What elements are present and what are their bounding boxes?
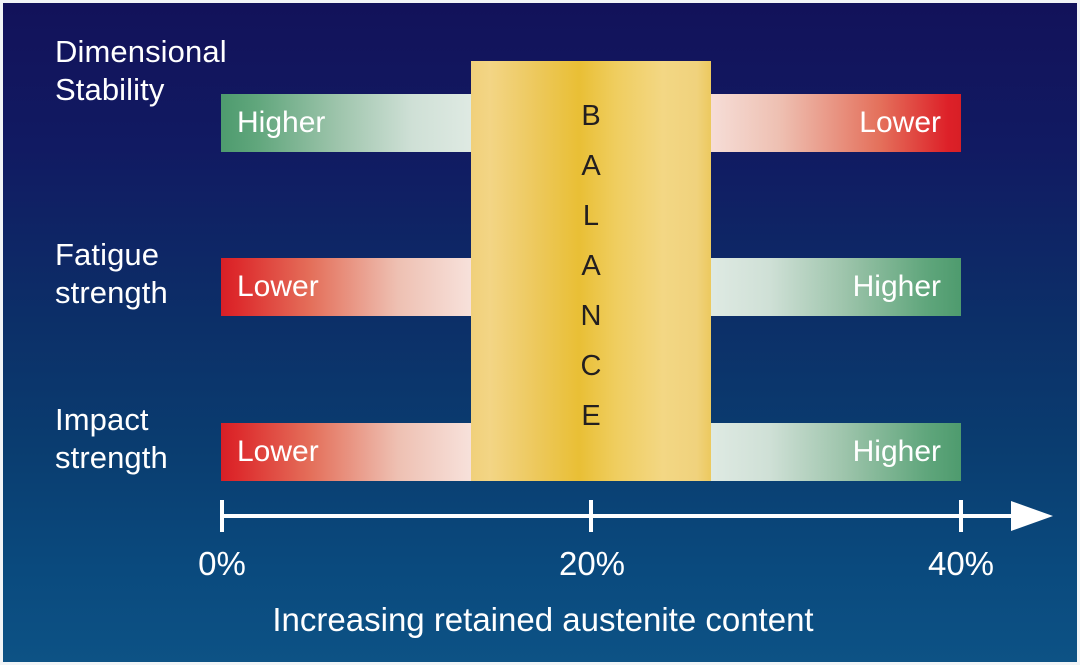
bar-label: Lower (237, 270, 319, 303)
x-axis-line (222, 514, 1032, 518)
balance-letter: N (580, 300, 602, 332)
balance-letter: C (580, 350, 602, 382)
x-axis-tick-0 (220, 500, 224, 532)
row-label-line2: Stability (55, 72, 165, 107)
row-label-fatigue-strength: Fatigue strength (55, 236, 168, 312)
x-axis-tick-40 (959, 500, 963, 532)
x-axis-arrow-icon (1011, 501, 1053, 531)
row-label-line1: Impact (55, 402, 149, 437)
balance-letter: E (581, 400, 601, 432)
bar-impact-strength-right: Higher (709, 423, 961, 481)
row-label-line2: strength (55, 275, 168, 310)
balance-letter: A (581, 150, 601, 182)
balance-band: B A L A N C E (471, 61, 711, 481)
bar-dimensional-stability-right: Lower (709, 94, 961, 152)
bar-label: Higher (852, 270, 941, 303)
bar-fatigue-strength-left: Lower (221, 258, 473, 316)
balance-letter: B (581, 100, 601, 132)
bar-label: Higher (237, 106, 326, 139)
row-label-dimensional-stability: Dimensional Stability (55, 33, 227, 109)
bar-label: Lower (859, 106, 941, 139)
row-label-line2: strength (55, 440, 168, 475)
x-axis-tick-label-0: 0% (198, 545, 246, 582)
bar-dimensional-stability-left: Higher (221, 94, 473, 152)
bar-impact-strength-left: Lower (221, 423, 473, 481)
balance-letter: L (582, 200, 600, 232)
x-axis-tick-label-20: 20% (558, 545, 626, 582)
row-label-impact-strength: Impact strength (55, 401, 168, 477)
bar-label: Lower (237, 435, 319, 468)
row-label-line1: Dimensional (55, 34, 227, 69)
x-axis-title: Increasing retained austenite content (272, 601, 814, 638)
bar-fatigue-strength-right: Higher (709, 258, 961, 316)
row-label-line1: Fatigue (55, 237, 160, 272)
balance-letter: A (581, 250, 601, 282)
x-axis-tick-20 (589, 500, 593, 532)
bar-label: Higher (852, 435, 941, 468)
x-axis-tick-label-40: 40% (927, 545, 995, 582)
balance-band-letters: B A L A N C E (471, 91, 711, 441)
